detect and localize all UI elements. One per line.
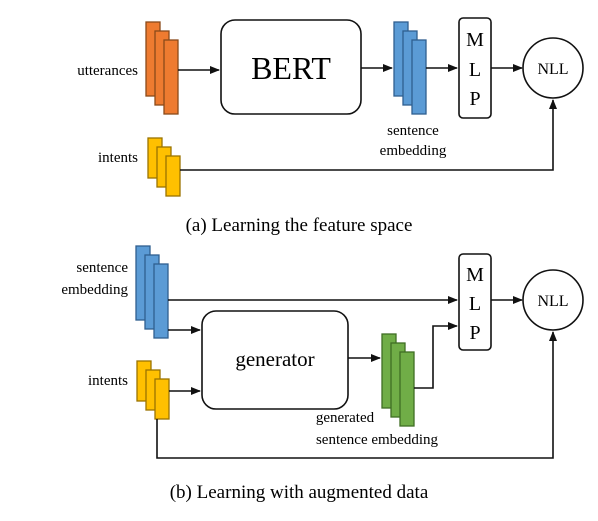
intents-stack-b xyxy=(136,360,170,420)
bert-box xyxy=(220,19,362,115)
caption-a: (a) Learning the feature space xyxy=(186,215,413,236)
arrow-intents-to-nll xyxy=(180,99,557,171)
intents-label-a: intents xyxy=(98,150,138,166)
nll-circle-a xyxy=(522,37,584,99)
generated-label-2: sentence embedding xyxy=(316,432,439,448)
utterances-label: utterances xyxy=(77,63,138,79)
caption-b: (b) Learning with augmented data xyxy=(170,482,429,503)
generated-embedding-stack xyxy=(381,333,415,427)
bert-label: BERT xyxy=(251,50,331,86)
mlp-b-letter-m: M xyxy=(466,264,484,286)
generated-label-1: generated xyxy=(316,410,375,426)
panel-b: sentence embedding generator intents gen… xyxy=(61,245,584,503)
arrow-intents-to-nll-b xyxy=(156,331,557,459)
mlp-letter-l: L xyxy=(469,59,481,81)
panel-a: utterances BERT sentence embedding M L P… xyxy=(77,17,584,236)
sentence-embedding-stack xyxy=(393,21,427,115)
mlp-box-b xyxy=(458,253,492,351)
generator-label: generator xyxy=(235,347,314,371)
intents-stack-a xyxy=(147,137,181,197)
sentence-embedding-label-2: embedding xyxy=(380,143,447,159)
utterances-stack xyxy=(145,21,179,115)
nll-circle-b xyxy=(522,269,584,331)
sentence-embedding-label-1: sentence xyxy=(387,123,439,139)
nll-label-a: NLL xyxy=(537,61,568,78)
input-embedding-label-1: sentence xyxy=(76,260,128,276)
arrow-generated-to-mlp xyxy=(414,322,458,389)
mlp-letter-p: P xyxy=(469,88,480,110)
mlp-letter-m: M xyxy=(466,29,484,51)
generator-box xyxy=(201,310,349,410)
intents-label-b: intents xyxy=(88,373,128,389)
mlp-b-letter-p: P xyxy=(469,322,480,344)
nll-label-b: NLL xyxy=(537,293,568,310)
input-embedding-stack xyxy=(135,245,169,339)
mlp-b-letter-l: L xyxy=(469,293,481,315)
input-embedding-label-2: embedding xyxy=(61,282,128,298)
